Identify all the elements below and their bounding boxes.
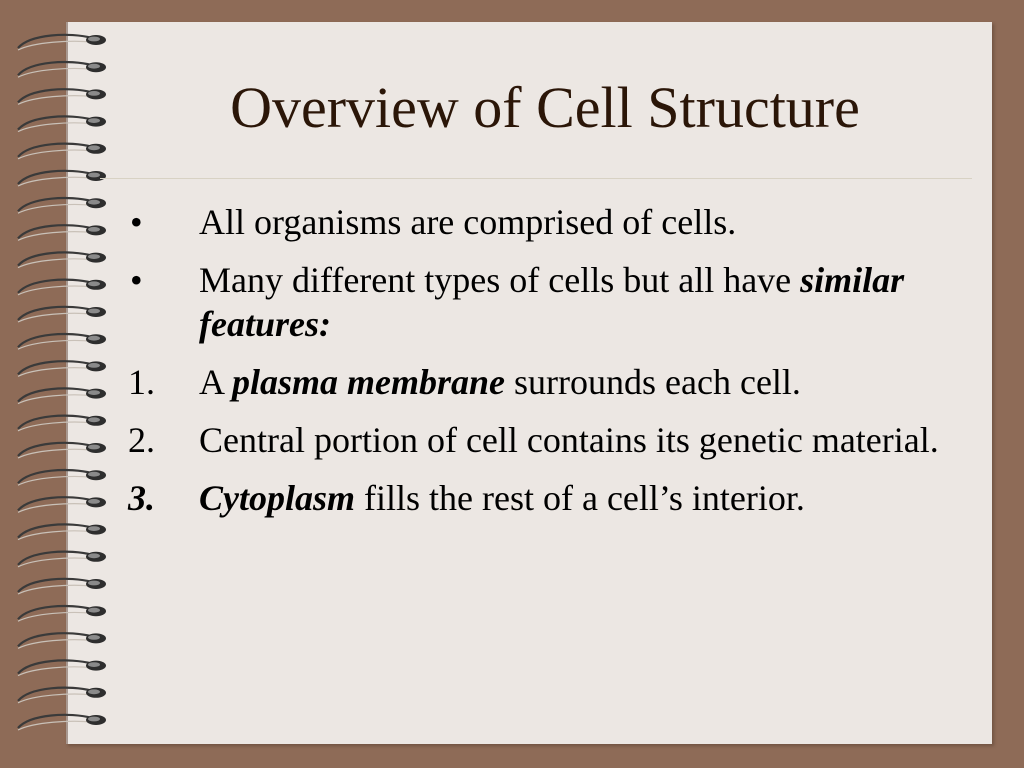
- spiral-ring: [17, 523, 106, 541]
- spiral-ring: [17, 332, 106, 350]
- spiral-ring: [17, 224, 106, 241]
- number-marker: 3.: [128, 478, 155, 518]
- spiral-ring: [17, 142, 106, 160]
- spiral-ring: [17, 686, 106, 704]
- spiral-ring: [17, 115, 106, 133]
- spiral-binding-icon: [17, 33, 106, 731]
- spiral-ring: [17, 659, 106, 677]
- spiral-ring: [17, 196, 106, 214]
- spiral-ring: [17, 713, 106, 731]
- item-text-rest: surrounds each cell.: [505, 362, 801, 402]
- spiral-ring: [17, 632, 106, 649]
- spiral-ring: [17, 468, 106, 486]
- item-text: Central portion of cell contains its gen…: [199, 420, 939, 460]
- list-item: • Many different types of cells but all …: [124, 258, 984, 346]
- spiral-ring: [17, 496, 106, 513]
- slide-body: • All organisms are comprised of cells. …: [124, 200, 984, 534]
- spiral-ring: [17, 441, 106, 459]
- number-marker: 2.: [128, 420, 155, 460]
- page-edge: [66, 22, 68, 744]
- bullet-marker: •: [130, 202, 143, 242]
- item-text-rest: fills the rest of a cell’s interior.: [355, 478, 805, 518]
- spiral-ring: [17, 604, 106, 622]
- spiral-ring: [17, 550, 106, 568]
- list-item: 1. A plasma membrane surrounds each cell…: [124, 360, 984, 404]
- list-item: • All organisms are comprised of cells.: [124, 200, 984, 244]
- item-emphasis: similar features:: [199, 260, 905, 344]
- spiral-ring: [17, 88, 106, 105]
- item-text-rest: All organisms are comprised of cells.: [199, 202, 737, 242]
- list-item: 2. Central portion of cell contains its …: [124, 418, 984, 462]
- title-divider: [100, 178, 972, 179]
- spiral-ring: [17, 360, 106, 377]
- notebook-page: [66, 22, 992, 744]
- list-item: 3. Cytoplasm fills the rest of a cell’s …: [124, 476, 984, 520]
- item-text: A: [199, 362, 233, 402]
- spiral-ring: [17, 251, 106, 269]
- item-text: Many different types of cells but all ha…: [199, 260, 801, 300]
- spiral-ring: [17, 60, 106, 78]
- bullet-marker: •: [130, 260, 143, 300]
- spiral-ring: [17, 577, 106, 595]
- spiral-ring: [17, 33, 106, 51]
- spiral-ring: [17, 387, 106, 405]
- spiral-ring: [17, 169, 106, 187]
- item-emphasis: plasma membrane: [232, 362, 506, 402]
- spiral-ring: [17, 305, 106, 323]
- item-emphasis: Cytoplasm: [199, 478, 356, 518]
- spiral-ring: [17, 278, 106, 296]
- number-marker: 1.: [128, 362, 155, 402]
- slide-title: Overview of Cell Structure: [230, 75, 860, 140]
- spiral-ring: [17, 414, 106, 432]
